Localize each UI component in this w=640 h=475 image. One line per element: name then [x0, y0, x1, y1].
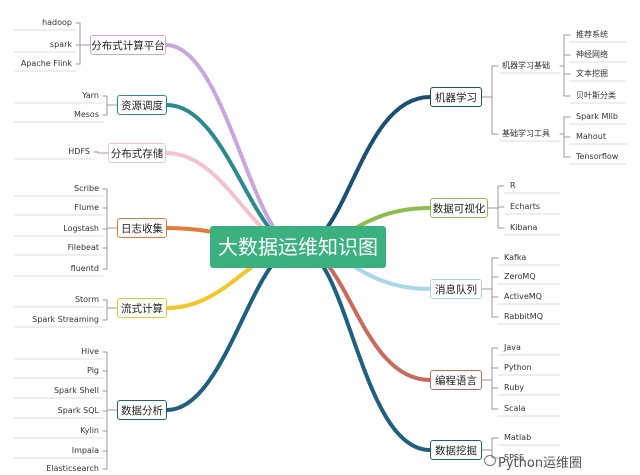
link-right-4	[296, 245, 432, 452]
leaf-item: Scala	[504, 404, 526, 413]
branch-right-1: 数据可视化	[430, 198, 488, 218]
leaf-item: Kafka	[504, 253, 527, 262]
leaf-item: Python	[504, 363, 532, 372]
branch-5: 数据分析	[117, 400, 167, 420]
leaf-item: Spark Mlib	[576, 112, 618, 121]
leaf-item: Java	[504, 343, 521, 352]
watermark: Python运维圈	[498, 456, 583, 471]
wechat-icon	[484, 455, 496, 466]
leaf-item: Scribe	[74, 184, 99, 193]
leaf-item: Tensorflow	[576, 152, 619, 161]
leaf-item: R	[510, 181, 516, 190]
branch-3: 日志收集	[117, 218, 167, 238]
leaf-item: 神经网络	[576, 50, 608, 59]
leaf-item: Logstash	[63, 224, 99, 233]
leaf-item: ZeroMQ	[504, 272, 536, 281]
leaf-item: Mahout	[576, 132, 606, 141]
leaf-item: Impala	[71, 446, 99, 455]
branch-1: 资源调度	[117, 95, 167, 115]
branch-right-2: 消息队列	[430, 279, 482, 299]
leaf-item: Kylin	[80, 426, 99, 435]
leaf-item: 文本挖掘	[576, 69, 608, 78]
leaf-item: HDFS	[68, 147, 90, 156]
leaf-item: Spark SQL	[57, 406, 99, 415]
branch-right-3: 编程语言	[430, 370, 482, 390]
leaf-item: Kibana	[510, 223, 538, 232]
leaf-item: Flume	[74, 203, 99, 212]
leaf-item: Yarn	[82, 91, 99, 100]
branch-right-0: 机器学习	[430, 87, 482, 107]
leaf-item: fluentd	[70, 264, 99, 273]
leaf-item: Elasticsearch	[46, 464, 99, 473]
leaf-item: ActiveMQ	[504, 292, 542, 301]
leaf-item: Echarts	[510, 202, 541, 211]
leaf-item: RabbitMQ	[504, 312, 543, 321]
leaf-item: Matlab	[504, 433, 532, 442]
leaf-item: hadoop	[42, 18, 72, 27]
branch-right-4: 数据挖掘	[430, 440, 482, 460]
leaf-item: Apache Flink	[20, 59, 72, 68]
link-left-0	[164, 43, 300, 249]
group-label: 基础学习工具	[502, 129, 550, 138]
branch-2: 分布式存储	[108, 143, 166, 163]
leaf-item: Spark Shell	[53, 386, 99, 395]
leaf-item: 推荐系统	[576, 30, 608, 39]
leaf-item: Hive	[81, 347, 99, 356]
leaf-item: Mesos	[73, 110, 99, 119]
leaf-item: Filebeat	[67, 243, 99, 252]
link-left-5	[165, 245, 300, 412]
branch-0: 分布式计算平台	[90, 35, 166, 55]
leaf-item: Spark Streaming	[32, 315, 99, 324]
leaf-item: Storm	[74, 295, 99, 304]
leaf-item: Ruby	[504, 383, 525, 392]
center-topic: 大数据运维知识图谱	[210, 226, 386, 301]
group-label: 机器学习基础	[502, 61, 550, 70]
branch-4: 流式计算	[117, 298, 167, 318]
leaf-item: SPSS	[504, 453, 525, 462]
leaf-item: Pig	[87, 366, 99, 375]
leaf-item: 贝叶斯分类	[576, 91, 616, 100]
leaf-item: spark	[49, 40, 72, 49]
